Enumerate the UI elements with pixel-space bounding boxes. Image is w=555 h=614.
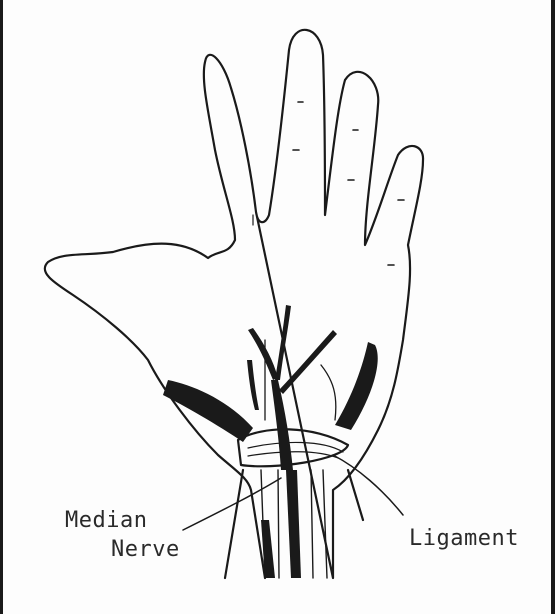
nerve-label: Nerve — [111, 539, 180, 561]
median-nerve — [286, 470, 301, 578]
hand-outline — [45, 30, 423, 578]
hypothenar-muscle — [335, 342, 378, 430]
ligament-leader-line — [333, 455, 403, 515]
wrist-left-line — [225, 470, 243, 578]
wrist-right-line — [348, 470, 363, 520]
thenar-muscle — [163, 380, 253, 442]
ligament-label: Ligament — [409, 528, 519, 550]
median-label: Median — [65, 510, 147, 532]
transverse-ligament — [238, 429, 348, 466]
